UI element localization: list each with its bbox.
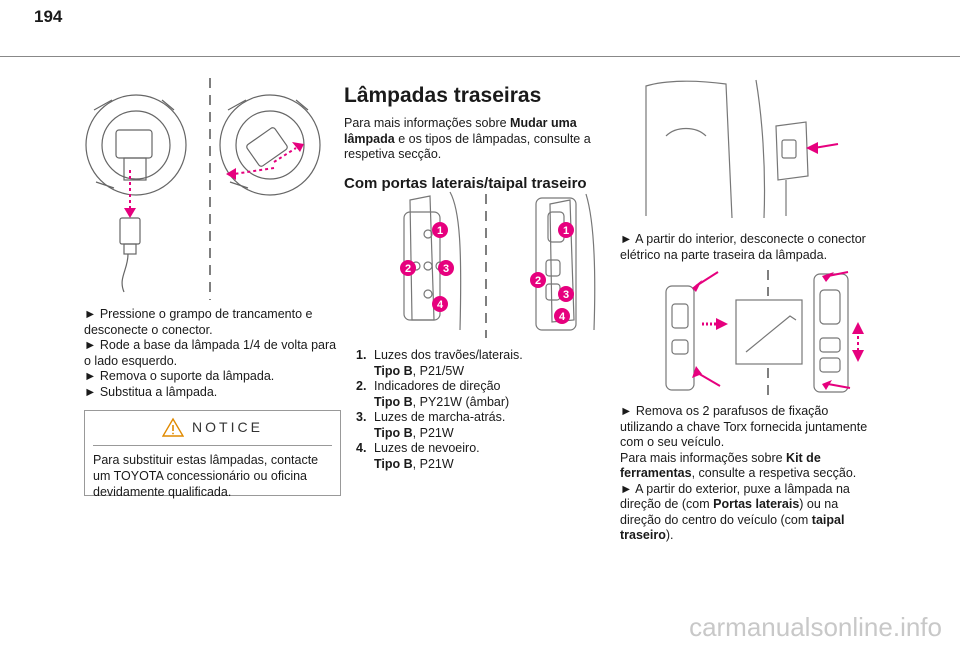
header-rule: [0, 56, 960, 57]
notice-box: NOTICE Para substituir estas lâmpadas, c…: [84, 410, 341, 499]
tools-reference: Para mais informações sobre Kit de ferra…: [620, 450, 857, 481]
callout-1: 1: [558, 222, 574, 238]
page-number: 194: [34, 7, 63, 26]
rear-lamp-diagram: 1 2 3 4 1 2 3 4: [400, 191, 596, 338]
step-text: ► Rode a base da lâmpada 1/4 de volta pa…: [84, 338, 337, 368]
callout-1: 1: [432, 222, 448, 238]
pull-lamp-step: ► A partir do exterior, puxe a lâmpada n…: [620, 481, 850, 543]
callout-3: 3: [438, 260, 454, 276]
connector-step: ► A partir do interior, desconecte o con…: [620, 232, 866, 262]
callout-4: 4: [554, 308, 570, 324]
callout-2: 2: [400, 260, 416, 276]
fog-lamp-illustration: [85, 78, 321, 300]
bulb-list: 1. Luzes dos travões/laterais.Tipo B, P2…: [356, 348, 606, 472]
callout-2: 2: [530, 272, 546, 288]
notice-body: Para substituir estas lâmpadas, contacte…: [93, 453, 319, 499]
list-item: 1. Luzes dos travões/laterais.Tipo B, P2…: [356, 348, 523, 378]
removal-steps: ► Remova os 2 parafusos de fixação utili…: [620, 404, 880, 544]
link-tool-kit: Kit de ferramentas: [620, 450, 821, 481]
list-item: 4. Luzes de nevoeiro.Tipo B, P21W: [356, 441, 480, 471]
list-item: 3. Luzes de marcha-atrás.Tipo B, P21W: [356, 410, 506, 440]
step-text: ► Pressione o grampo de trancamento e de…: [84, 307, 313, 337]
callout-4: 4: [432, 296, 448, 312]
connector-illustration: [645, 79, 839, 219]
notice-divider: [93, 445, 332, 446]
svg-text:4: 4: [437, 299, 444, 311]
svg-text:3: 3: [443, 263, 449, 275]
svg-text:2: 2: [535, 275, 541, 287]
svg-text:2: 2: [405, 263, 411, 275]
svg-text:1: 1: [563, 225, 569, 237]
callout-3: 3: [558, 286, 574, 302]
section-title: Lâmpadas traseiras: [344, 84, 542, 107]
watermark: carmanualsonline.info: [689, 612, 942, 642]
fog-lamp-steps: ► Pressione o grampo de trancamento e de…: [84, 307, 346, 400]
intro-text: Para mais informações sobre Mudar uma lâ…: [344, 116, 591, 161]
notice-title: NOTICE: [192, 419, 263, 435]
step-text: ► Remova o suporte da lâmpada.: [84, 369, 275, 383]
torx-removal-illustration: [665, 270, 864, 400]
svg-text:4: 4: [559, 311, 566, 323]
link-change-bulb: Mudar uma lâmpada: [344, 116, 577, 146]
svg-text:1: 1: [437, 225, 443, 237]
step-text: ► Substitua a lâmpada.: [84, 384, 218, 399]
rear-lamps-section: Lâmpadas traseiras Para mais informações…: [344, 84, 606, 200]
subsection-title: Com portas laterais/taipal traseiro: [344, 174, 587, 192]
svg-text:3: 3: [563, 289, 569, 301]
warning-icon: [162, 417, 185, 437]
